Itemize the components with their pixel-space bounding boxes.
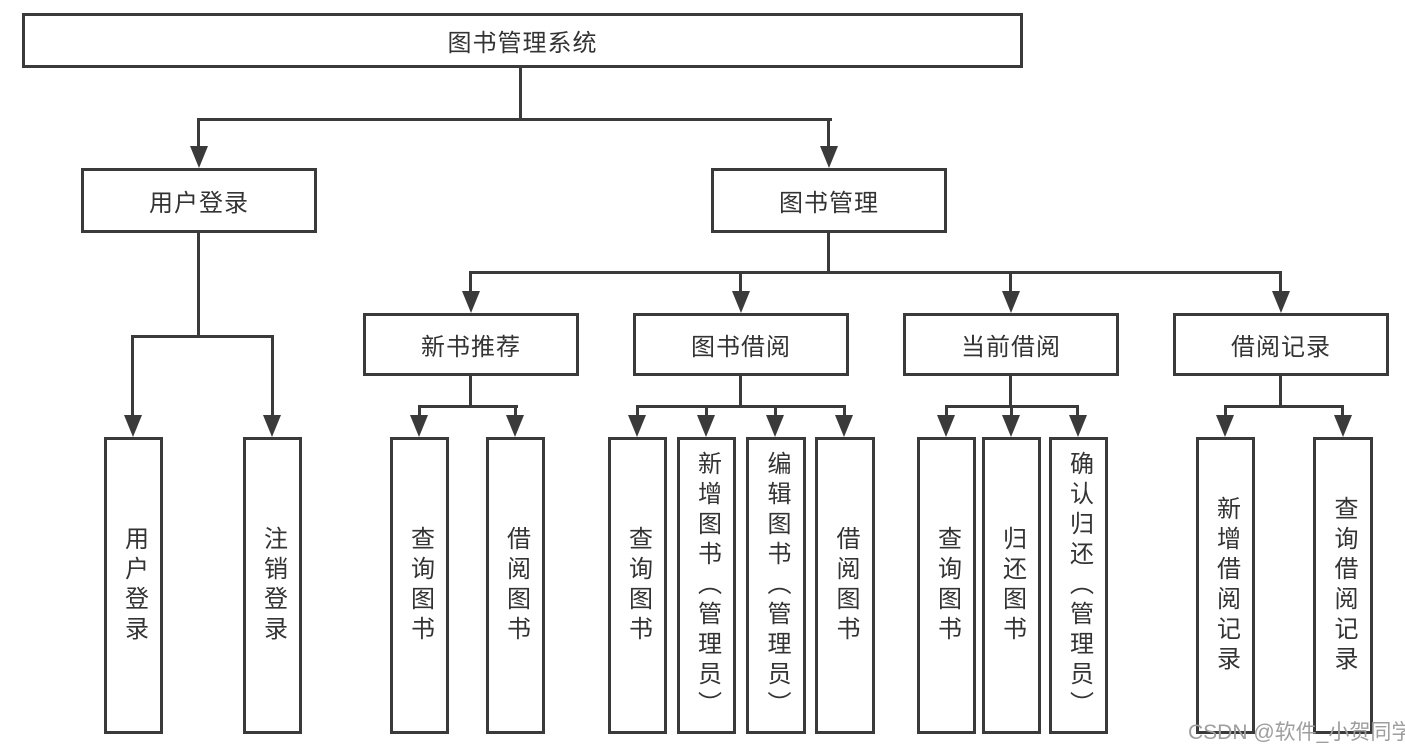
leaf-return-book: 归还图书 (982, 437, 1041, 734)
arrowhead-down-icon (410, 415, 428, 437)
connector-line (827, 231, 830, 274)
connector-line (469, 374, 472, 408)
arrowhead-down-icon (766, 415, 784, 437)
leaf-logout-label: 注销登录 (259, 525, 287, 646)
leaf-return-book-label: 归还图书 (998, 525, 1026, 646)
arrowhead-down-icon (1002, 291, 1020, 313)
connector-line (1224, 405, 1227, 418)
arrowhead-down-icon (835, 415, 853, 437)
arrowhead-down-icon (937, 415, 955, 437)
connector-line (774, 405, 777, 418)
connector-line (1076, 405, 1079, 418)
arrowhead-down-icon (1002, 415, 1020, 437)
connector-line (739, 374, 742, 408)
connector-line (739, 271, 742, 295)
connector-line (1009, 271, 1012, 295)
arrowhead-down-icon (1272, 291, 1290, 313)
leaf-add-borrow-record-label: 新增借阅记录 (1212, 495, 1240, 676)
arrowhead-down-icon (462, 291, 480, 313)
connector-line (418, 405, 518, 408)
connector-line (636, 405, 846, 408)
connector-line (827, 118, 830, 150)
connector-line (469, 271, 472, 295)
leaf-query-borrow-record-label: 查询借阅记录 (1330, 495, 1357, 676)
arrowhead-down-icon (263, 415, 281, 437)
arrowhead-down-icon (1334, 415, 1352, 437)
connector-line (1224, 405, 1344, 408)
node-current-borrow: 当前借阅 (903, 313, 1119, 376)
arrowhead-down-icon (1069, 415, 1087, 437)
leaf-borrow-books: 借阅图书 (815, 437, 875, 734)
leaf-borrow-books-label: 借阅图书 (832, 525, 859, 646)
leaf-user-login-label: 用户登录 (120, 525, 148, 646)
node-user-login: 用户登录 (81, 168, 317, 233)
connector-line (1279, 271, 1282, 295)
node-borrow-records-label: 借阅记录 (1231, 334, 1331, 361)
connector-line (131, 335, 134, 418)
connector-line (636, 405, 639, 418)
connector-line (197, 231, 200, 338)
node-user-login-label: 用户登录 (149, 190, 249, 217)
connector-line (705, 405, 708, 418)
leaf-query-borrow-record: 查询借阅记录 (1313, 437, 1373, 734)
connector-line (418, 405, 421, 418)
leaf-query-books-recommend: 查询图书 (390, 437, 449, 734)
arrowhead-down-icon (697, 415, 715, 437)
arrowhead-down-icon (732, 291, 750, 313)
arrowhead-down-icon (124, 415, 142, 437)
leaf-borrow-books-recommend-label: 借阅图书 (502, 525, 530, 646)
leaf-confirm-return-admin-label: 确认归还（管理员） (1065, 450, 1093, 721)
leaf-edit-book-admin-label: 编辑图书（管理员） (763, 450, 790, 721)
arrowhead-down-icon (820, 146, 838, 168)
connector-line (131, 335, 274, 338)
leaf-edit-book-admin: 编辑图书（管理员） (746, 437, 806, 734)
connector-line (197, 118, 832, 121)
node-new-book-recommend-label: 新书推荐 (421, 334, 521, 361)
connector-line (514, 405, 517, 418)
csdn-watermark: CSDN @软件_小贺同学 (1188, 721, 1405, 744)
arrowhead-down-icon (190, 146, 208, 168)
node-book-management: 图书管理 (711, 168, 947, 233)
arrowhead-down-icon (628, 415, 646, 437)
connector-line (1010, 405, 1013, 418)
connector-line (1341, 405, 1344, 418)
leaf-confirm-return-admin: 确认归还（管理员） (1049, 437, 1108, 734)
leaf-logout: 注销登录 (243, 437, 302, 734)
connector-line (843, 405, 846, 418)
node-library-system: 图书管理系统 (22, 13, 1023, 68)
connector-line (519, 66, 522, 121)
node-borrow-records: 借阅记录 (1173, 313, 1389, 376)
arrowhead-down-icon (1216, 415, 1234, 437)
node-book-borrow-label: 图书借阅 (691, 334, 791, 361)
leaf-query-books-borrow: 查询图书 (608, 437, 667, 734)
connector-line (197, 118, 200, 150)
leaf-query-books-borrow-label: 查询图书 (624, 525, 652, 646)
connector-line (469, 271, 1282, 274)
node-library-system-label: 图书管理系统 (447, 30, 598, 57)
connector-line (945, 405, 948, 418)
leaf-query-books-current: 查询图书 (917, 437, 976, 734)
arrowhead-down-icon (506, 415, 524, 437)
leaf-add-borrow-record: 新增借阅记录 (1196, 437, 1255, 734)
node-current-borrow-label: 当前借阅 (961, 334, 1061, 361)
leaf-query-books-current-label: 查询图书 (933, 525, 961, 646)
leaf-borrow-books-recommend: 借阅图书 (486, 437, 545, 734)
node-book-borrow: 图书借阅 (633, 313, 849, 376)
leaf-query-books-recommend-label: 查询图书 (406, 525, 434, 646)
node-book-management-label: 图书管理 (779, 190, 879, 217)
leaf-add-book-admin-label: 新增图书（管理员） (693, 450, 721, 721)
leaf-user-login: 用户登录 (104, 437, 163, 734)
connector-line (271, 335, 274, 418)
leaf-add-book-admin: 新增图书（管理员） (677, 437, 736, 734)
node-new-book-recommend: 新书推荐 (363, 313, 579, 376)
connector-line (1009, 374, 1012, 408)
connector-line (1279, 374, 1282, 408)
